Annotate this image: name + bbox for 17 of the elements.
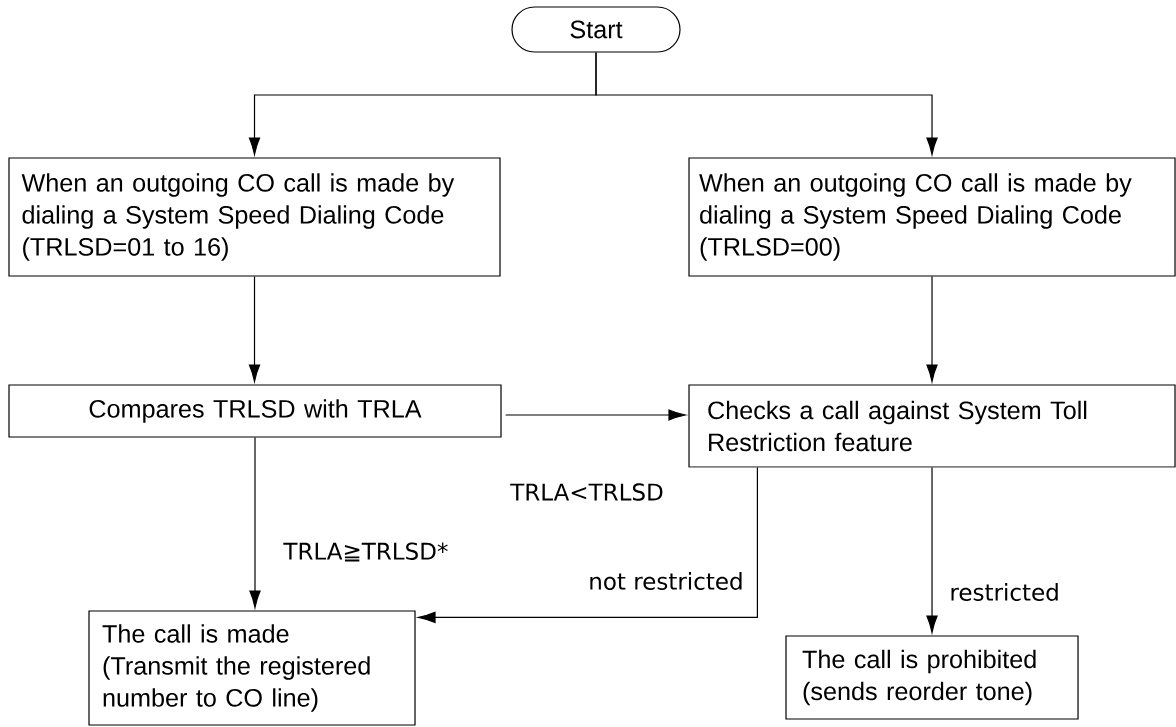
arrow [595,52,938,155]
edge-label: TRLA<TRLSD [508,481,666,503]
edge-label: TRLA≧TRLSD* [281,540,451,564]
process-box: Checks a call against System Toll Restriction feature [688,384,1176,468]
edge-label: not restricted [586,570,746,592]
arrow [926,467,938,633]
terminator-box: Start [511,6,681,53]
arrow [249,437,261,608]
arrow [505,409,686,421]
process-box: The call is prohibited (sends reorder tone) [785,635,1079,720]
edge-label: restricted [947,581,1062,603]
process-box: When an outgoing CO call is made by dialing a System Speed Dialing Code (TRLSD=01 to 16) [8,157,501,277]
arrow [418,467,758,624]
process-box: Compares TRLSD with TRLA [8,384,502,438]
arrow [926,276,938,382]
process-box: The call is made (Transmit the registered number to CO line) [88,610,416,726]
process-box: When an outgoing CO call is made by dialing a System Speed Dialing Code (TRLSD=00) [688,157,1176,277]
